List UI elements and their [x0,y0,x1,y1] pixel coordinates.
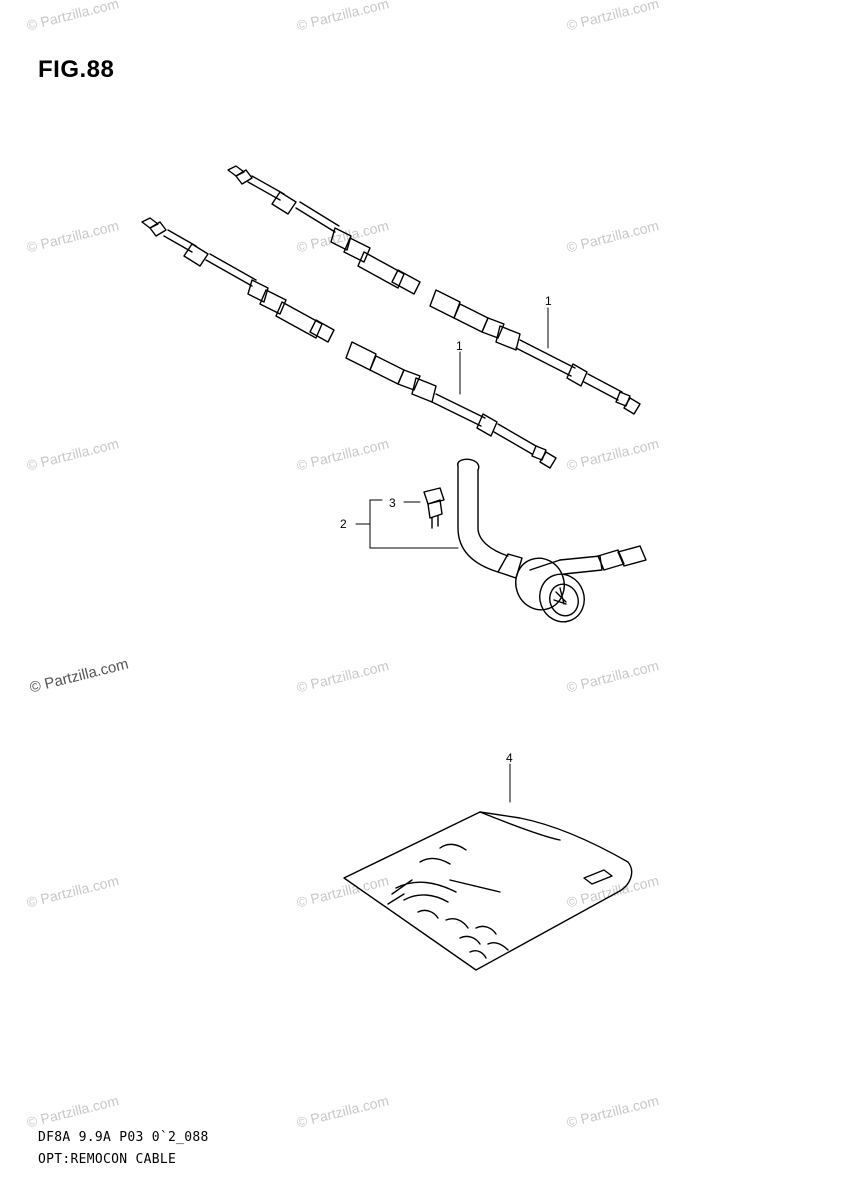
figure-title: FIG.88 [38,56,115,83]
callout-1-upper: 1 [545,294,552,308]
figure-description: OPT:REMOCON CABLE [38,1152,177,1167]
instruction-bag [343,811,633,971]
callout-2: 2 [340,517,347,531]
switch-harness-assembly [457,458,647,623]
leader-lines [355,307,549,803]
callout-4: 4 [506,751,513,765]
remote-control-cable-lower [141,217,557,469]
callout-3: 3 [389,496,396,510]
fuse [423,487,445,529]
remote-control-cable-upper [227,165,641,415]
callout-1-lower: 1 [456,339,463,353]
drawing-code: DF8A 9.9A P03 0`2_088 [38,1130,209,1145]
